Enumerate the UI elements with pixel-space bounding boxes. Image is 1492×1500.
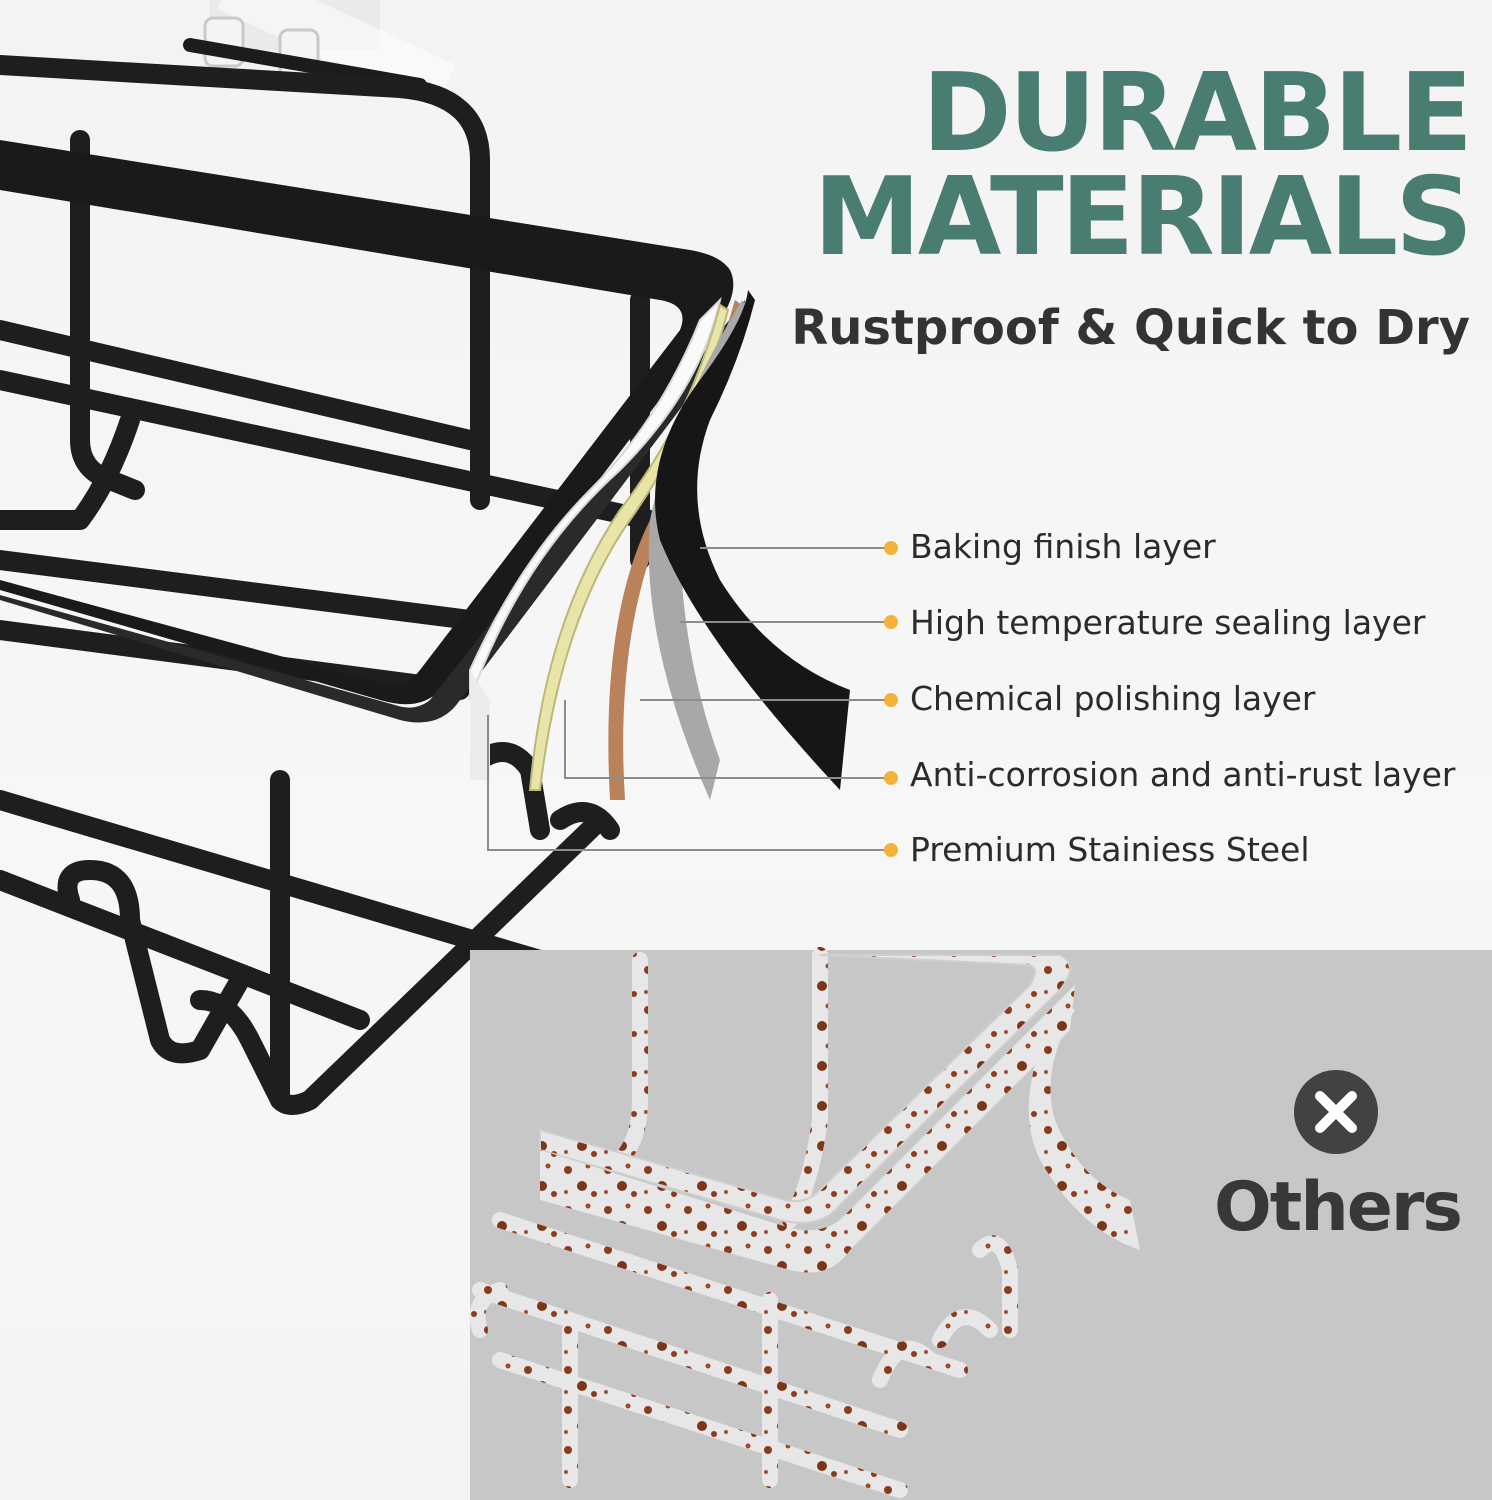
layer-label-baking-finish: Baking finish layer bbox=[910, 527, 1216, 566]
headline: DURABLE MATERIALS bbox=[813, 60, 1473, 272]
subheadline: Rustproof & Quick to Dry bbox=[791, 300, 1470, 356]
headline-line-2: MATERIALS bbox=[813, 155, 1473, 280]
x-circle-icon bbox=[1294, 1070, 1378, 1154]
adhesive-hook-icon bbox=[183, 0, 456, 111]
headline-line-1: DURABLE bbox=[921, 51, 1473, 176]
layer-label-anti-corrosion: Anti-corrosion and anti-rust layer bbox=[910, 755, 1456, 794]
layer-label-high-temperature-sealing: High temperature sealing layer bbox=[910, 603, 1426, 642]
layer-label-chemical-polishing: Chemical polishing layer bbox=[910, 679, 1316, 718]
others-label: Others bbox=[1214, 1168, 1463, 1247]
peeled-layers-illustration bbox=[469, 290, 850, 800]
layer-label-premium-steel: Premium Stainiess Steel bbox=[910, 830, 1310, 869]
